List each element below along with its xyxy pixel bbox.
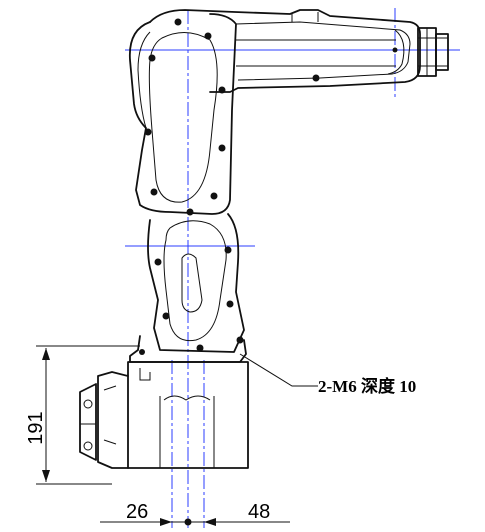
mounting-hole-callout: 2-M6 深度 10 xyxy=(239,353,416,396)
upper-link xyxy=(128,13,237,215)
height-dimension-label: 191 xyxy=(25,411,47,444)
left-offset-label: 26 xyxy=(126,501,148,523)
right-offset-label: 48 xyxy=(248,501,270,523)
tool-flange xyxy=(417,27,449,77)
forearm xyxy=(149,9,421,93)
dimension-bottom-offsets: 26 48 xyxy=(100,501,290,526)
dimension-height: 191 xyxy=(25,345,140,485)
callout-text: 2-M6 深度 10 xyxy=(318,376,416,396)
lower-link xyxy=(147,208,245,353)
base xyxy=(79,335,249,469)
